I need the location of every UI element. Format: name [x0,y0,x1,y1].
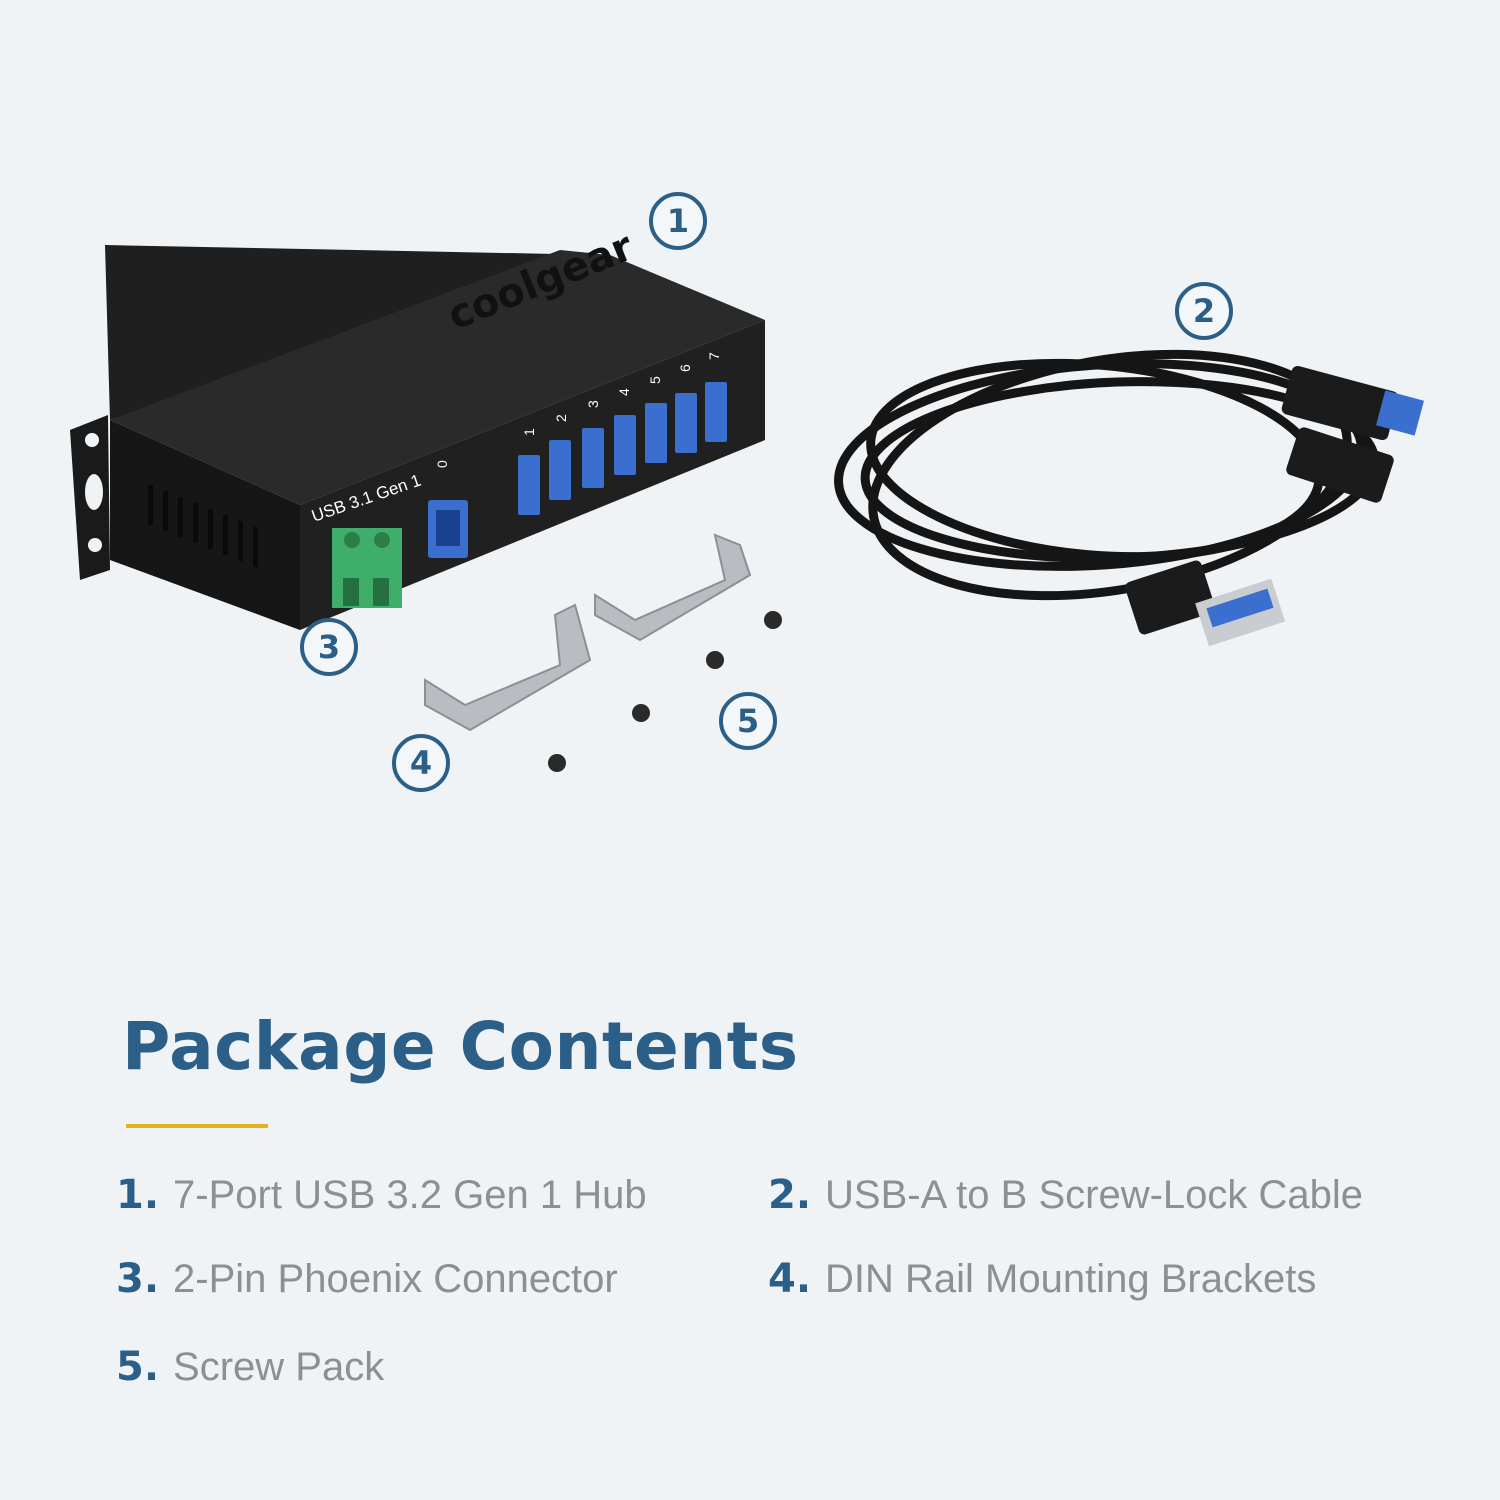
item-label: 7-Port USB 3.2 Gen 1 Hub [173,1173,647,1217]
list-item: 2. USB-A to B Screw-Lock Cable [768,1172,1363,1218]
din-rail-brackets [424,533,752,732]
list-item: 3. 2-Pin Phoenix Connector [116,1256,618,1302]
cable-connectors [1125,365,1424,647]
item-label: USB-A to B Screw-Lock Cable [825,1173,1364,1217]
list-item: 4. DIN Rail Mounting Brackets [768,1256,1316,1302]
upstream-port-number: 0 [434,460,450,468]
callout-1: 1 [649,192,707,250]
callout-2: 2 [1175,282,1233,340]
product-illustration: coolgear USB 3.1 Gen 1 0 1 [70,224,1424,772]
port-number: 7 [706,352,722,360]
port-number: 2 [553,414,569,422]
item-number: 5. [116,1344,160,1390]
item-number: 1. [116,1172,160,1218]
product-photo: coolgear USB 3.1 Gen 1 0 1 [70,192,1424,792]
port-number: 1 [521,428,537,436]
port-number: 5 [647,376,663,384]
callout-3: 3 [300,618,358,676]
title-underline [126,1124,268,1128]
page-title: Package Contents [122,1008,799,1085]
callout-5: 5 [719,692,777,750]
list-item: 1. 7-Port USB 3.2 Gen 1 Hub [116,1172,647,1218]
port-number: 6 [677,364,693,372]
port-number: 3 [585,400,601,408]
phoenix-terminal-block [332,528,402,608]
list-item: 5. Screw Pack [116,1344,384,1390]
item-number: 4. [768,1256,812,1302]
callout-4: 4 [392,734,450,792]
port-number: 4 [616,388,632,396]
item-label: Screw Pack [173,1345,385,1389]
screws [548,611,782,772]
item-number: 2. [768,1172,812,1218]
item-number: 3. [116,1256,160,1302]
item-label: 2-Pin Phoenix Connector [173,1257,618,1301]
downstream-ports [518,382,727,515]
item-label: DIN Rail Mounting Brackets [825,1257,1317,1301]
usb-hub: coolgear USB 3.1 Gen 1 0 1 [70,224,765,630]
